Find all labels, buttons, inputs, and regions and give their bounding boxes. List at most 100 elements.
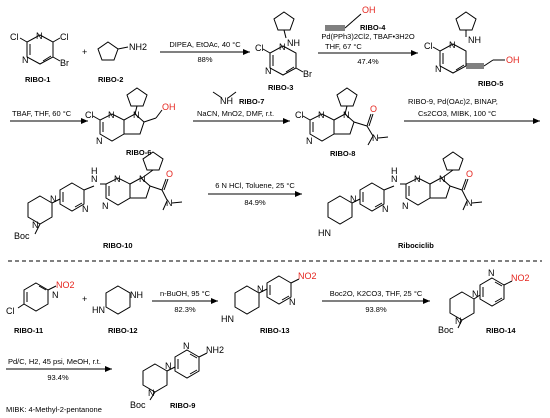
ribo-1-label: RIBO-1 [25,75,50,84]
ribo-11-label: RIBO-11 [14,326,43,335]
ribo-3-nh: NH [287,38,300,48]
ribo-1-n-top: N [36,31,43,41]
ribo-12-hn: HN [92,305,105,315]
ribo-10-label: RIBO-10 [103,241,133,250]
ribo-11-cl: Cl [6,306,15,316]
ribo-6-oh: OH [162,102,176,112]
ribo-14-n-pip-a: N [455,316,462,326]
ribo-12-nh: NH [130,290,143,300]
ribociclib-structure: HN N N N H N N N N O Ribociclib [318,151,483,250]
ribo-9-n-pip-a: N [148,388,155,398]
step-8-conditions: Boc2O, K2CO3, THF, 25 °C [330,289,423,298]
ribo-3-br: Br [303,69,312,79]
ribo-9-n-py: N [183,341,190,351]
ribo-6-n-b: N [96,136,103,146]
plus-sign-1: + [82,47,87,57]
step-7-conditions: n-BuOH, 95 °C [160,289,211,298]
footnote-mibk: MIBK: 4-Methyl-2-pentanone [6,405,102,414]
ribo-13-n-py: N [289,297,296,307]
ribo-7-label: RIBO-7 [239,97,264,106]
step-9-yield: 93.4% [47,373,69,382]
ribo-3-n-bottom: N [265,66,272,76]
ribo-4-structure: OH RIBO-4 [325,5,386,32]
ribo-14-label: RIBO-14 [486,326,516,335]
ribo-10-n-e: N [139,174,146,184]
ribo-13-structure: HN N N NO2 RIBO-13 [221,271,317,335]
ribo-2-nh2: NH2 [129,42,147,52]
ribo-10-n-pip-b: N [50,194,57,204]
ribo-5-n-top: N [449,40,456,50]
ribo-11-no2: NO2 [56,280,75,290]
step-3-conditions: TBAF, THF, 60 °C [12,109,72,118]
ribo-6-cl: Cl [85,110,94,120]
ribo-3-label: RIBO-3 [268,83,293,92]
ribo-14-structure: Boc N N N NO2 RIBO-14 [438,268,530,335]
ribo-1-cl-right: Cl [60,32,69,42]
ribo-10-n-amide: N [166,198,173,208]
ribo-8-n-b: N [306,136,313,146]
ribo-10-n-d: N [102,201,109,211]
step-6-yield: 84.9% [244,198,266,207]
ribo-10-n-pip-a: N [32,220,39,230]
ribo-6-n-c: N [133,110,140,120]
ribociclib-n-amide: N [466,198,473,208]
ribociclib-n-e: N [439,174,446,184]
ribo-3-structure: Cl N N NH Br RIBO-3 [255,11,312,92]
ribo-10-boc: Boc [14,231,30,241]
ribo-8-n-c: N [343,110,350,120]
step-5-conditions: RIBO-9, Pd(OAc)2, BINAP, [408,97,498,106]
ribo-8-o: O [370,104,377,114]
step-5-conditions-2: Cs2CO3, MIBK, 100 °C [418,109,497,118]
ribociclib-label: Ribociclib [398,241,434,250]
step-2-conditions-2: THF, 67 °C [325,42,362,51]
ribo-9-nh2: NH2 [206,345,224,355]
ribo-10-n-py: N [82,204,89,214]
ribo-1-br: Br [60,58,69,68]
ribo-10-structure: Boc N N N N H N N N N O RIBO-10 [14,151,183,250]
ribo-6-structure: Cl N N N OH RIBO-6 [85,87,176,157]
ribociclib-h: H [391,166,398,176]
ribociclib-n-c: N [414,174,421,184]
ribo-9-n-pip-b: N [165,361,172,371]
ribo-2-label: RIBO-2 [98,75,123,84]
ribo-14-n-py: N [488,268,495,278]
ribociclib-n-d: N [402,201,409,211]
ribo-3-n-top: N [279,42,286,52]
ribo-4-oh: OH [362,5,376,15]
step-8-yield: 93.8% [365,305,387,314]
step-4-conditions: NaCN, MnO2, DMF, r.t. [197,109,274,118]
step-6-conditions: 6 N HCl, Toluene, 25 °C [215,181,295,190]
ribo-8-structure: Cl N N N N O RIBO-8 [295,87,389,158]
ribo-10-n-link: N [91,174,98,184]
ribo-8-label: RIBO-8 [330,149,355,158]
ribo-8-n-a: N [318,110,325,120]
step-7-yield: 82.3% [174,305,196,314]
ribo-3-cl: Cl [255,43,264,53]
ribociclib-o: O [466,169,473,179]
ribo-13-hn: HN [221,314,234,324]
ribo-14-n-pip-b: N [472,289,479,299]
step-1-conditions: DIPEA, EtOAc, 40 °C [169,40,241,49]
ribo-9-label: RIBO-9 [170,401,195,410]
plus-sign-2: + [82,294,87,304]
ribo-8-cl: Cl [295,110,304,120]
ribo-2-structure: NH2 RIBO-2 [97,41,147,84]
ribo-7-structure: NH RIBO-7 [212,91,264,106]
ribo-5-structure: Cl N N NH OH RIBO-5 [424,11,520,88]
ribo-10-n-c: N [114,174,121,184]
step-9-conditions: Pd/C, H2, 45 psi, MeOH, r.t. [8,357,101,366]
step-2-yield: 47.4% [357,57,379,66]
ribo-13-no2: NO2 [298,271,317,281]
ribo-9-boc: Boc [130,400,146,410]
ribo-9-structure: Boc N N N NH2 RIBO-9 [130,341,224,410]
ribo-11-n: N [52,290,59,300]
ribo-14-no2: NO2 [511,273,530,283]
ribo-12-label: RIBO-12 [108,326,138,335]
ribo-5-label: RIBO-5 [478,79,503,88]
ribociclib-n-py: N [382,204,389,214]
ribo-1-n-bottom: N [22,55,29,65]
ribo-13-n-pip: N [257,284,264,294]
ribo-14-boc: Boc [438,325,454,335]
step-1-yield: 88% [197,55,212,64]
